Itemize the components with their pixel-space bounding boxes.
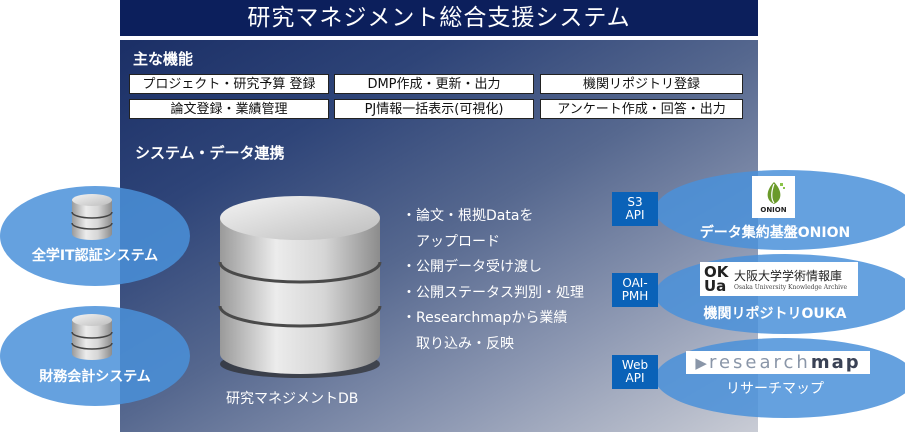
onion-logo-text: ONION (760, 206, 787, 214)
feature-project-budget: プロジェクト・研究予算 登録 (129, 74, 329, 94)
bullet-item: 取り込み・反映 (402, 335, 514, 352)
api-tag-line: S3 (627, 195, 643, 209)
features-heading: 主な機能 (133, 50, 194, 68)
bullet-item: ・Researchmapから業績 (402, 310, 568, 326)
api-tag-line: API (625, 371, 645, 385)
play-icon: ▶ (695, 353, 707, 372)
researchmap-logo-bold: map (810, 352, 861, 373)
finance-system-label: 財務会計システム (39, 369, 151, 385)
onion-logo: ONION (752, 176, 795, 218)
page-title: 研究マネジメント総合支援システム (120, 0, 758, 36)
function-bullet-list: ・論文・根拠Dataを アップロード ・公開データ受け渡し ・公開ステータス判別… (402, 204, 584, 357)
researchmap-logo: ▶ research map (686, 351, 870, 374)
database-icon (71, 314, 113, 360)
bullet-item: ・公開データ受け渡し (402, 259, 542, 275)
feature-dmp: DMP作成・更新・出力 (334, 74, 534, 94)
api-tag-line: PMH (621, 289, 649, 303)
ouka-logo: OK Ua 大阪大学学術情報庫 Osaka University Knowled… (700, 262, 858, 296)
feature-papers: 論文登録・業績管理 (129, 99, 329, 119)
it-auth-system-label: 全学IT認証システム (31, 248, 159, 264)
integration-heading: システム・データ連携 (135, 144, 285, 162)
feature-repository: 機関リポジトリ登録 (540, 74, 743, 94)
database-icon (218, 196, 382, 378)
researchmap-label: リサーチマップ (726, 381, 824, 397)
api-tag-line: OAI- (622, 276, 648, 290)
bullet-item: アップロード (402, 233, 500, 250)
central-db-label: 研究マネジメントDB (226, 391, 359, 407)
api-tag-line: Web (621, 358, 649, 372)
ouka-logo-title: 大阪大学学術情報庫 (734, 269, 843, 283)
feature-pj-visualize: PJ情報一括表示(可視化) (334, 99, 534, 119)
oai-pmh-tag: OAI- PMH (612, 273, 658, 307)
feature-survey: アンケート作成・回答・出力 (540, 99, 743, 119)
ouka-logo-subtitle: Osaka University Knowledge Archive (734, 284, 848, 291)
database-icon (71, 194, 113, 240)
s3-api-tag: S3 API (612, 192, 658, 226)
onion-label: データ集約基盤ONION (699, 225, 851, 241)
ouka-label: 機関リポジトリOUKA (703, 306, 847, 322)
bullet-item: ・論文・根拠Dataを (402, 208, 534, 224)
web-api-tag: Web API (612, 355, 658, 389)
api-tag-line: API (625, 208, 645, 222)
researchmap-logo-light: research (708, 352, 811, 373)
bullet-item: ・公開ステータス判別・処理 (402, 284, 584, 301)
ouka-logo-mark: OK Ua (704, 263, 729, 295)
onion-icon (767, 182, 785, 204)
